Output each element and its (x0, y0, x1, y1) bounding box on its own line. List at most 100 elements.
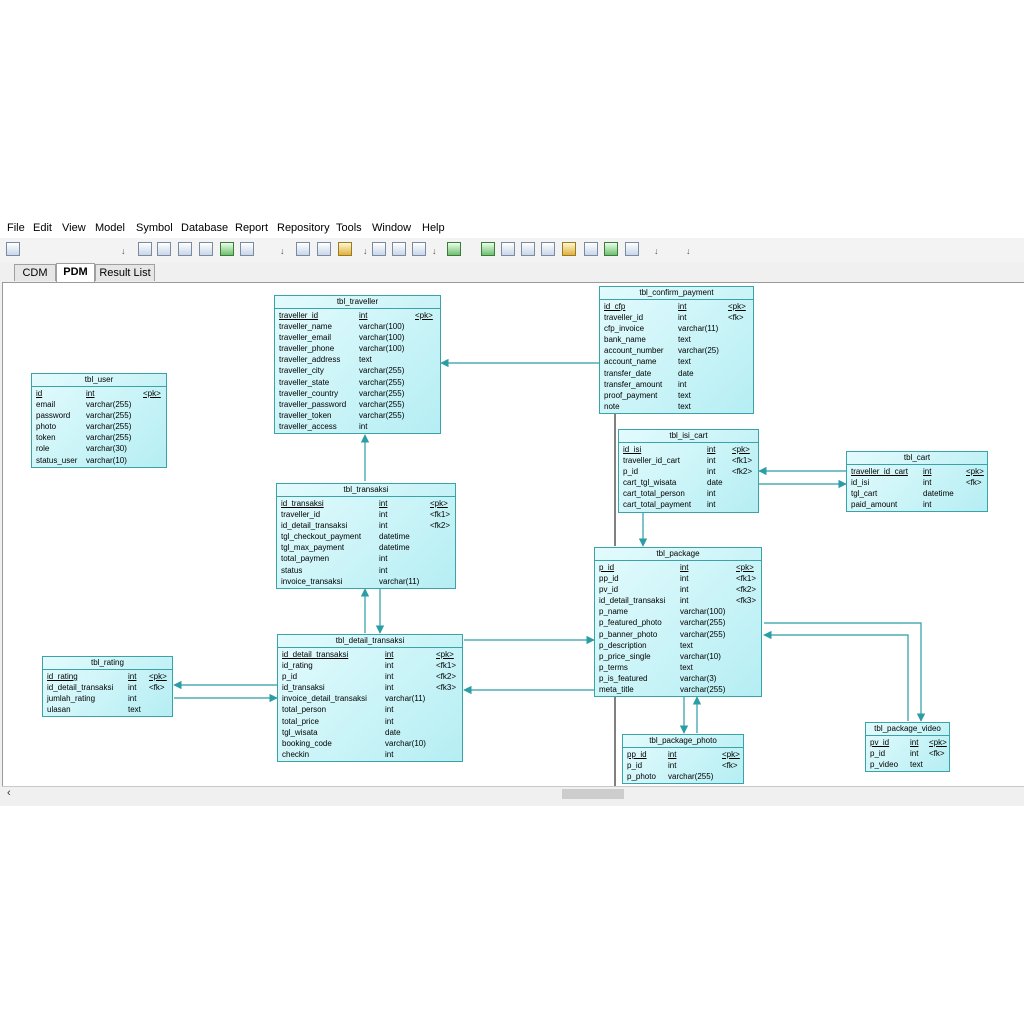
horizontal-scrollbar[interactable]: ‹ (2, 786, 1024, 801)
column-type: int (385, 661, 394, 671)
tab-cdm[interactable]: CDM (14, 264, 56, 281)
toolbar-button-5-icon[interactable] (199, 242, 213, 256)
toolbar-button-6-icon[interactable] (220, 242, 234, 256)
menu-view[interactable]: View (62, 222, 86, 234)
column-type: varchar(255) (359, 410, 405, 420)
table-title: tbl_user (32, 374, 166, 387)
toolbar-button-16-icon[interactable] (501, 242, 515, 256)
column-type: int (923, 467, 932, 476)
toolbar-button-13-icon[interactable] (412, 242, 426, 256)
menu-file[interactable]: File (7, 222, 25, 234)
column-key: <fk2> (436, 672, 457, 682)
toolbar-button-10-icon[interactable] (338, 242, 352, 256)
menu-help[interactable]: Help (422, 222, 445, 234)
toolbar-button-19-icon[interactable] (562, 242, 576, 256)
toolbar-button-20-icon[interactable] (584, 242, 598, 256)
column-key: <pk> (722, 750, 740, 759)
toolbar-dropdown-arrow-icon[interactable]: ↓ (280, 246, 285, 256)
menu-edit[interactable]: Edit (33, 222, 52, 234)
menu-repository[interactable]: Repository (277, 222, 330, 234)
toolbar-button-1-icon[interactable] (6, 242, 20, 256)
column-type: int (707, 489, 716, 499)
column-type: datetime (379, 532, 410, 542)
column-name: tgl_max_payment (281, 543, 345, 553)
tab-pdm[interactable]: PDM (56, 263, 95, 282)
toolbar-button-2-icon[interactable] (138, 242, 152, 256)
toolbar-dropdown-arrow-icon[interactable]: ↓ (654, 246, 659, 256)
toolbar-button-9-icon[interactable] (317, 242, 331, 256)
column-name: traveller_id (281, 510, 321, 520)
column-key: <fk2> (430, 521, 451, 531)
menu-window[interactable]: Window (372, 222, 412, 234)
scroll-left-arrow-icon[interactable]: ‹ (7, 787, 11, 799)
toolbar-button-18-icon[interactable] (541, 242, 555, 256)
column-type: varchar(10) (86, 455, 127, 465)
column-type: varchar(10) (680, 651, 721, 661)
toolbar-button-21-icon[interactable] (604, 242, 618, 256)
toolbar-button-17-icon[interactable] (521, 242, 535, 256)
toolbar-dropdown-arrow-icon[interactable]: ↓ (363, 246, 368, 256)
toolbar-button-7-icon[interactable] (240, 242, 254, 256)
toolbar-dropdown-arrow-icon[interactable]: ↓ (686, 246, 691, 256)
column-type: int (923, 478, 932, 488)
toolbar-button-15-icon[interactable] (481, 242, 495, 256)
toolbar-button-11-icon[interactable] (372, 242, 386, 256)
column-type: text (680, 640, 693, 650)
column-type: int (359, 421, 368, 431)
menu-tools[interactable]: Tools (336, 222, 362, 234)
column-name: p_name (599, 607, 628, 617)
toolbar-dropdown-arrow-icon[interactable]: ↓ (121, 246, 126, 256)
column-key: <pk> (436, 650, 454, 659)
column-name: cart_total_person (623, 489, 685, 499)
toolbar-button-22-icon[interactable] (625, 242, 639, 256)
menu-database[interactable]: Database (181, 222, 229, 234)
menu-report[interactable]: Report (235, 222, 269, 234)
toolbar-button-4-icon[interactable] (178, 242, 192, 256)
column-type: int (680, 585, 689, 595)
scroll-thumb[interactable] (562, 789, 624, 799)
column-name: id_detail_transaksi (47, 683, 114, 693)
menu-model[interactable]: Model (95, 222, 125, 234)
toolbar-button-12-icon[interactable] (392, 242, 406, 256)
toolbar-button-8-icon[interactable] (296, 242, 310, 256)
toolbar-button-3-icon[interactable] (157, 242, 171, 256)
column-name: id_cfp (604, 302, 626, 311)
toolbar-button-14-icon[interactable] (447, 242, 461, 256)
column-key: <fk> (728, 313, 744, 323)
tab-result-list[interactable]: Result List (95, 264, 155, 281)
column-type: varchar(255) (86, 411, 132, 421)
column-name: account_number (604, 346, 664, 356)
toolbar-dropdown-arrow-icon[interactable]: ↓ (432, 246, 437, 256)
column-name: p_price_single (599, 651, 651, 661)
column-name: transfer_date (604, 368, 652, 378)
menu-bar: File Edit View Model Symbol Database Report Rep… (0, 220, 1024, 238)
menu-symbol[interactable]: Symbol (136, 222, 173, 234)
column-type: varchar(10) (385, 738, 426, 748)
